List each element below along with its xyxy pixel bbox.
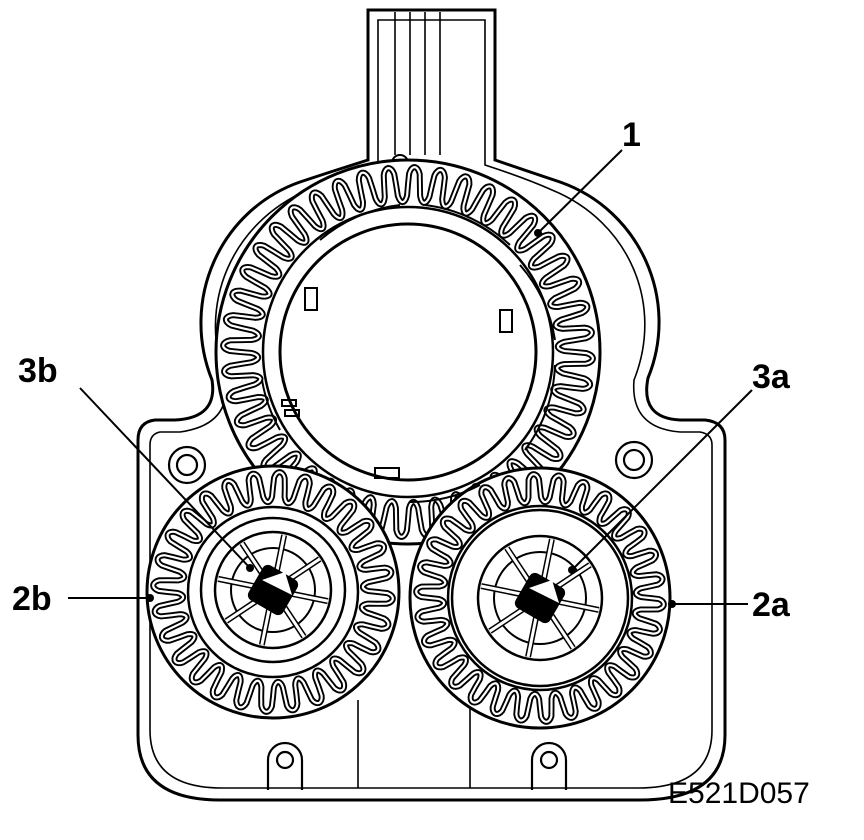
hub-right: [450, 508, 630, 688]
ring-gear-inner-slots: [261, 204, 556, 504]
label-1: 1: [622, 116, 641, 154]
label-2a: 2a: [752, 586, 791, 624]
housing-outline: [136, 8, 727, 802]
housing-inner-outline: [149, 19, 713, 789]
ring-gear-tabs: [281, 287, 513, 479]
ring-gear-opening: [278, 222, 538, 482]
label-2b: 2b: [12, 580, 52, 618]
figure-code: E521D057: [668, 777, 810, 810]
mounting-hole-left: [167, 445, 207, 485]
housing-stem-ribs: [394, 12, 441, 155]
callout-leaders: [68, 149, 753, 605]
hub-left: [199, 516, 347, 664]
mounting-boss-bottom-left: [266, 741, 304, 790]
label-3b: 3b: [18, 352, 58, 390]
callout-dots: [146, 229, 676, 608]
mounting-boss-bottom-right: [530, 741, 568, 790]
label-3a: 3a: [752, 358, 791, 396]
mounting-hole-right: [614, 440, 654, 480]
